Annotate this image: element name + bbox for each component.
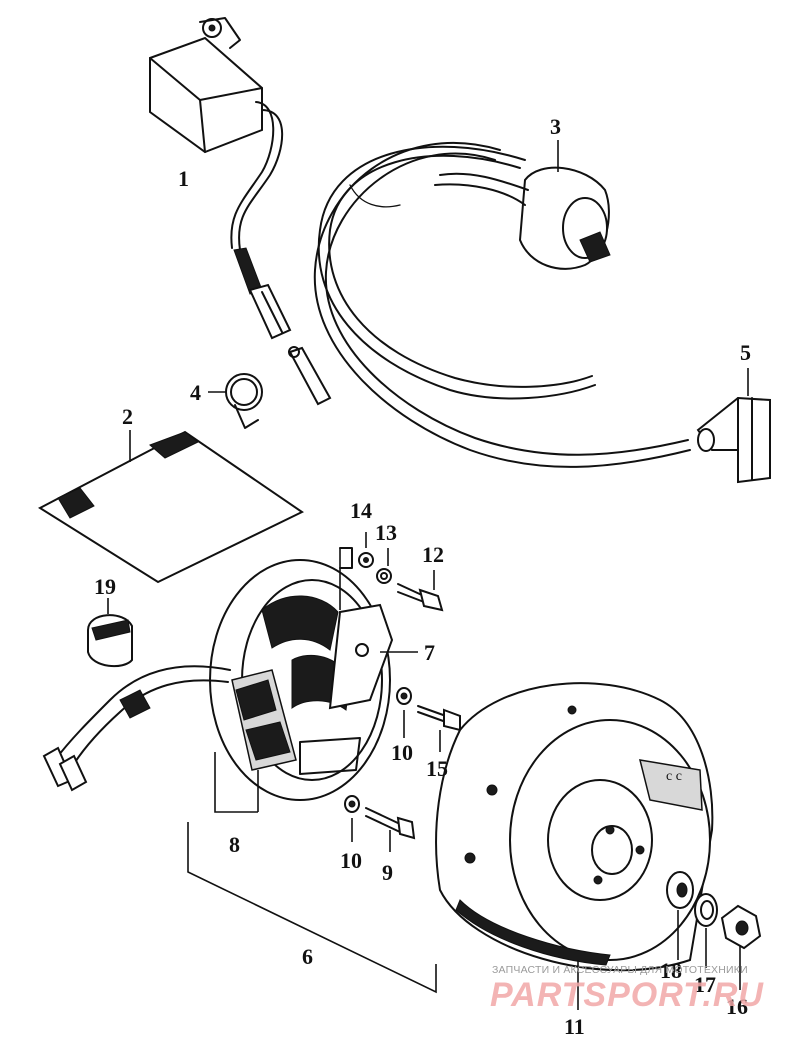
label-part-5: 5 xyxy=(740,340,751,365)
label-part-2: 2 xyxy=(122,404,133,429)
label-part-16: 16 xyxy=(726,994,748,1019)
label-part-7: 7 xyxy=(424,640,435,665)
label-part-11: 11 xyxy=(564,1014,585,1039)
label-part-17: 17 xyxy=(694,972,716,997)
label-part-12: 12 xyxy=(422,542,444,567)
grommet-part-19 xyxy=(87,598,133,668)
label-part-3: 3 xyxy=(550,114,561,139)
label-part-8: 8 xyxy=(229,832,240,857)
wire-clamp-part-4 xyxy=(208,373,263,429)
label-part-14: 14 xyxy=(350,498,372,523)
label-part-9: 9 xyxy=(382,860,393,885)
label-part-6: 6 xyxy=(302,944,313,969)
label-part-18: 18 xyxy=(660,958,682,983)
label-part-15: 15 xyxy=(426,756,448,781)
ignition-coil-part-3 xyxy=(288,140,691,468)
stator-assembly-part-6 xyxy=(42,559,437,994)
flywheel-mark: c c xyxy=(666,769,682,784)
cdi-unit-part-1 xyxy=(149,17,292,340)
part-labels: 1 2 3 4 5 6 7 8 9 10 10 11 12 13 14 15 1… xyxy=(94,114,751,1039)
flywheel-hardware xyxy=(666,871,762,990)
label-part-19: 19 xyxy=(94,574,116,599)
cover-plate-part-2 xyxy=(37,430,304,584)
watermark-logo: PARTSPORT.RU xyxy=(490,976,764,1014)
spark-plug-cap-part-5 xyxy=(696,368,771,484)
label-part-13: 13 xyxy=(375,520,397,545)
label-part-1: 1 xyxy=(178,166,189,191)
label-part-10-upper: 10 xyxy=(391,740,413,765)
label-part-4: 4 xyxy=(190,380,201,405)
label-part-10-lower: 10 xyxy=(340,848,362,873)
flywheel-part-11: c c xyxy=(435,682,714,1010)
fasteners xyxy=(339,532,461,852)
watermark-caption: ЗАПЧАСТИ И АКСЕССУАРЫ ДЛЯ МОТОТЕХНИКИ xyxy=(492,964,748,976)
